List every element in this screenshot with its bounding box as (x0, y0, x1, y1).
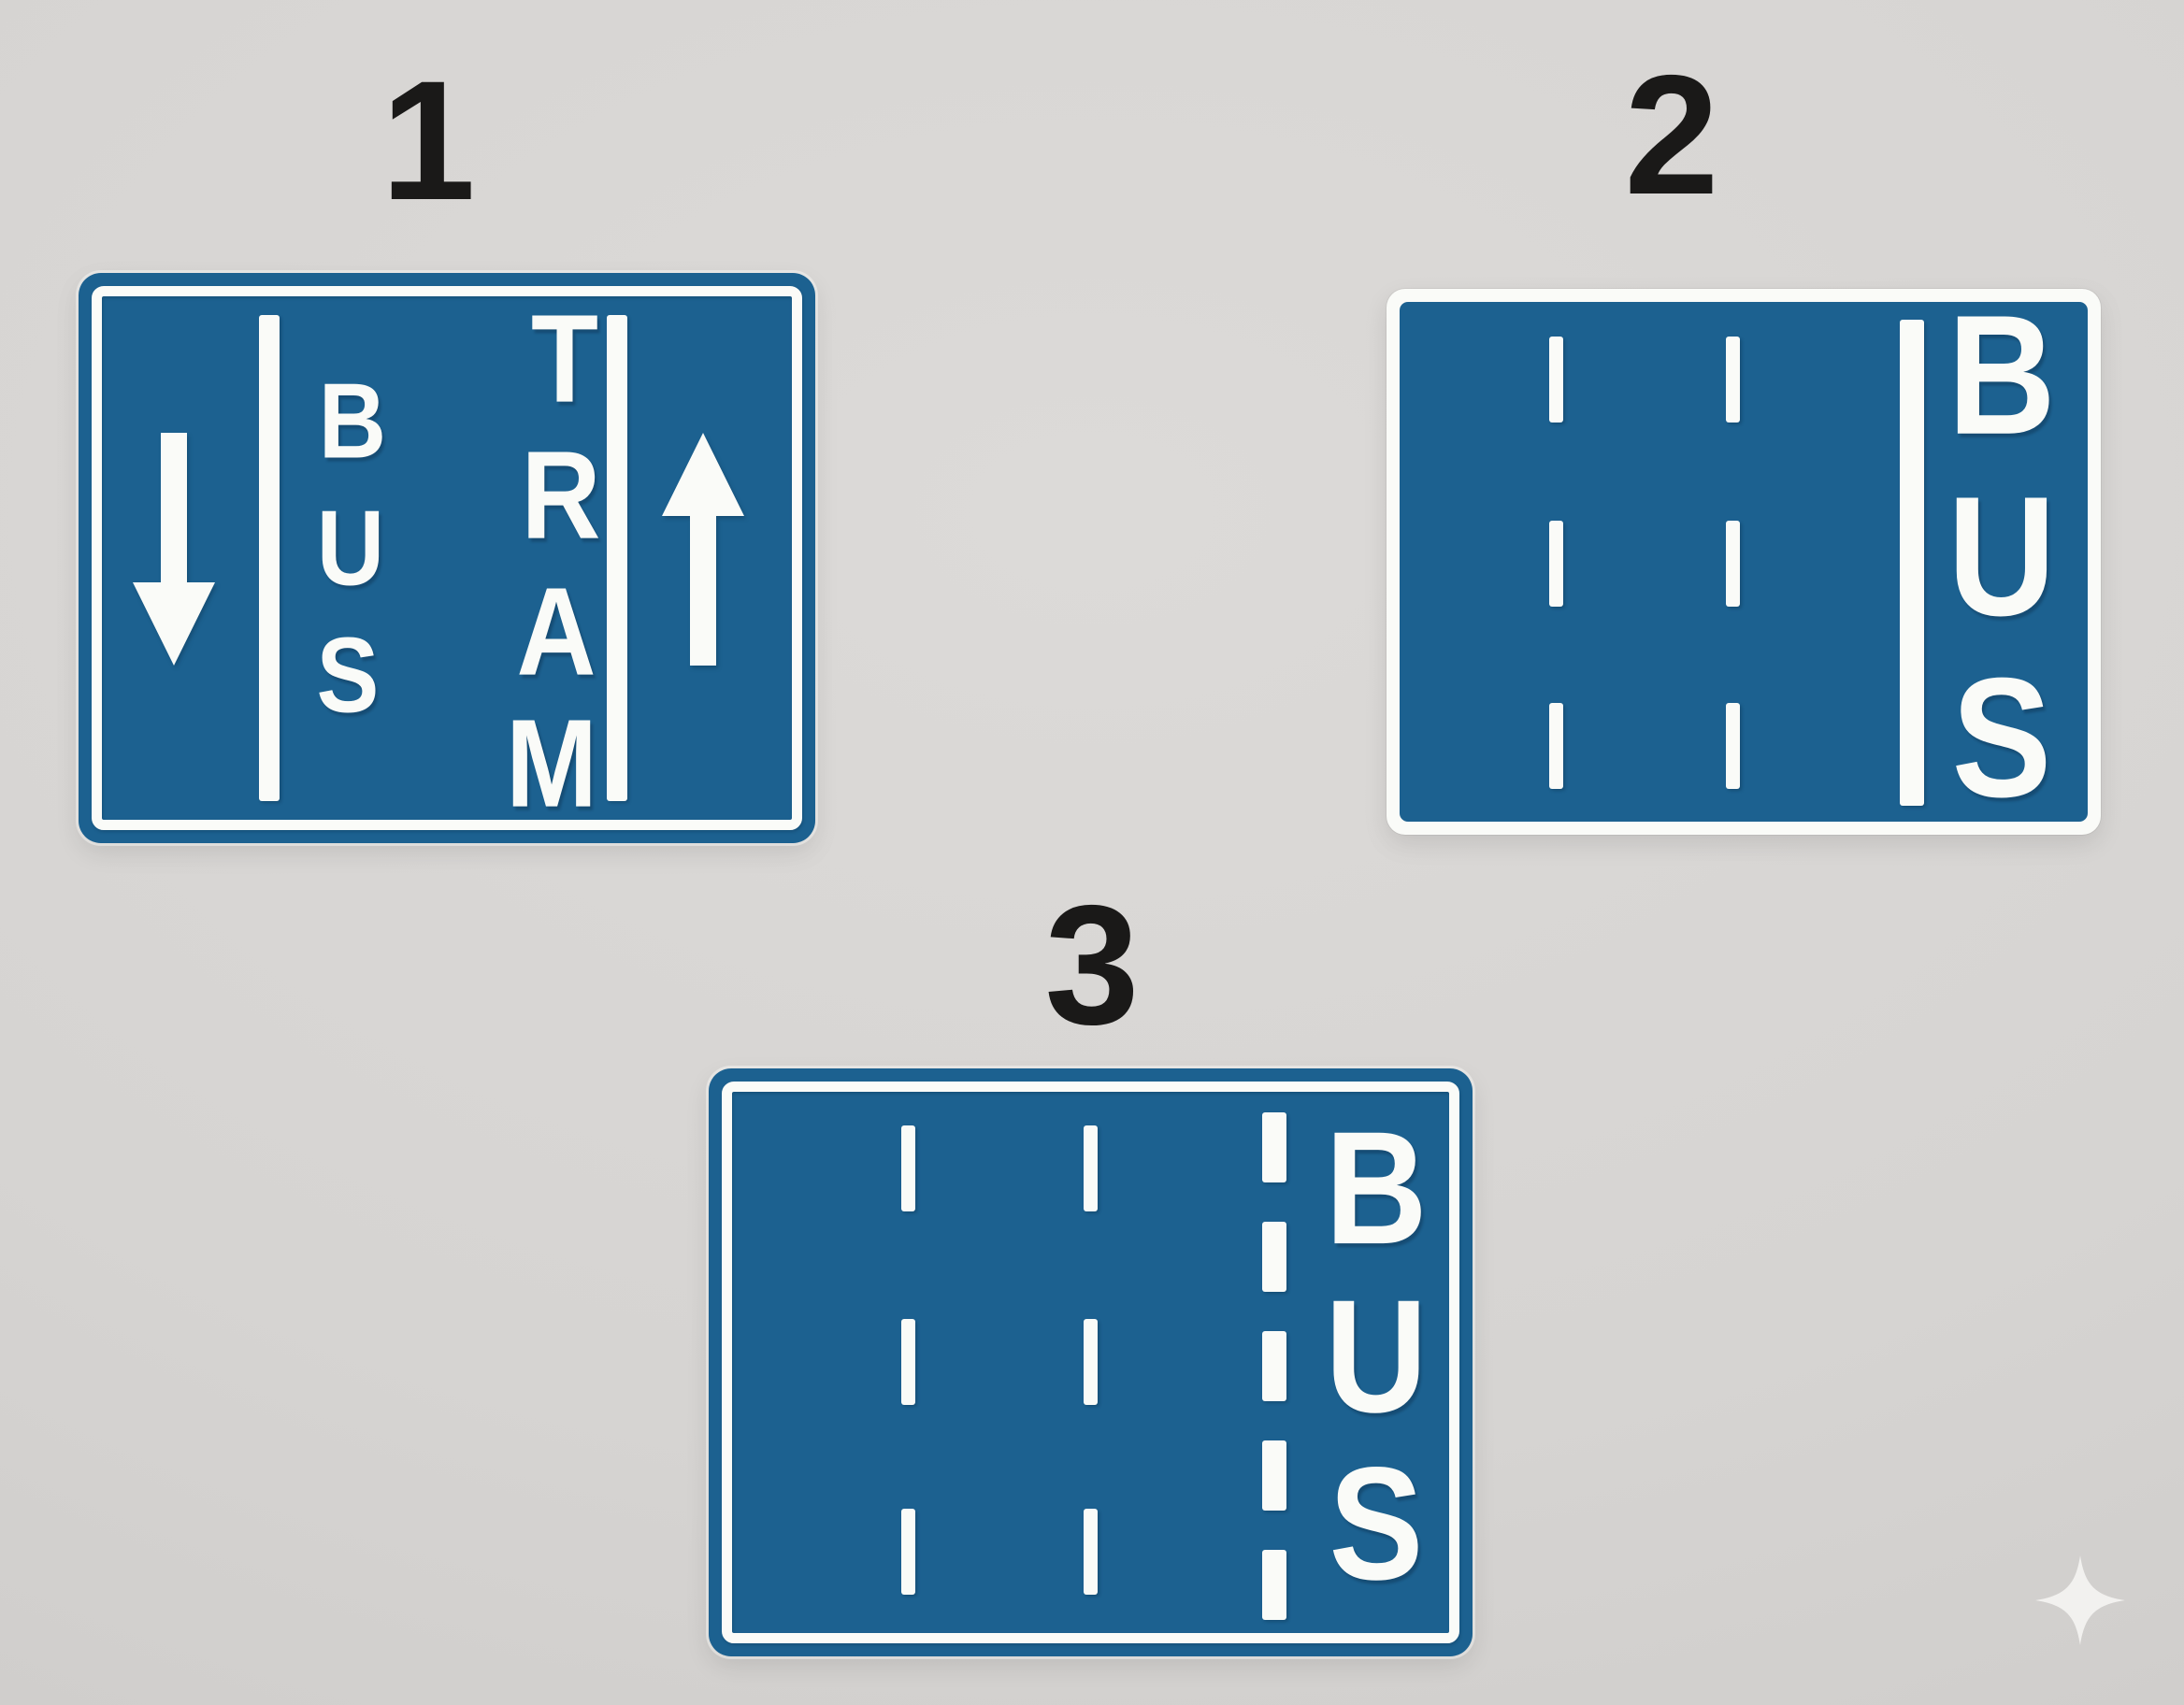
option-label-1: 1 (381, 45, 476, 236)
sign-option-3-bus-lane-dashed-line[interactable]: B U S (709, 1068, 1473, 1656)
lane-dash (901, 1125, 915, 1211)
sign1-tram-letter: A (516, 562, 596, 702)
sign1-tram-letter: R (521, 425, 601, 566)
up-arrow-icon (662, 433, 744, 666)
lane-dash (1549, 337, 1563, 423)
lane-dash (1084, 1319, 1098, 1405)
lane-dash (1084, 1509, 1098, 1595)
sign-option-1-bus-tram-lanes[interactable]: B U S T R A M (79, 273, 815, 843)
lane-dash (1726, 337, 1740, 423)
sign3-bus-letter: S (1329, 1434, 1424, 1614)
dashed-bus-lane-line-segment (1262, 1331, 1286, 1401)
lane-dash (901, 1319, 915, 1405)
sparkle-icon (2035, 1555, 2125, 1645)
lane-dash (1726, 703, 1740, 789)
lane-dash (1726, 521, 1740, 607)
lane-dash (1549, 521, 1563, 607)
sign2-bus-letter: U (1947, 460, 2056, 652)
sign-option-2-bus-lane-solid-line[interactable]: B U S (1387, 289, 2101, 835)
sign3-bus-letter: B (1325, 1098, 1428, 1279)
dashed-bus-lane-line-segment (1262, 1550, 1286, 1620)
sign1-bus-letter: S (316, 616, 380, 736)
dashed-bus-lane-line-segment (1262, 1112, 1286, 1182)
dashed-bus-lane-line-segment (1262, 1222, 1286, 1292)
sign-blue-panel: B U S (1400, 290, 2088, 833)
sign2-bus-letter: B (1947, 279, 2056, 470)
solid-lane-line (607, 315, 627, 801)
sign1-tram-letter: T (530, 289, 599, 429)
dashed-bus-lane-line-segment (1262, 1440, 1286, 1511)
sign1-bus-letter: B (318, 362, 387, 481)
down-arrow-icon (133, 433, 215, 666)
sign1-tram-letter: M (505, 694, 598, 834)
sign3-bus-letter: U (1325, 1267, 1428, 1447)
lane-dash (1549, 703, 1563, 789)
lane-dash (901, 1509, 915, 1595)
lane-dash (1084, 1125, 1098, 1211)
option-label-2: 2 (1624, 39, 1719, 230)
sign1-bus-letter: U (316, 489, 385, 609)
sign2-bus-letter: S (1951, 641, 2052, 833)
solid-lane-line (259, 315, 280, 801)
solid-bus-lane-line (1900, 320, 1924, 806)
option-label-3: 3 (1044, 869, 1140, 1060)
